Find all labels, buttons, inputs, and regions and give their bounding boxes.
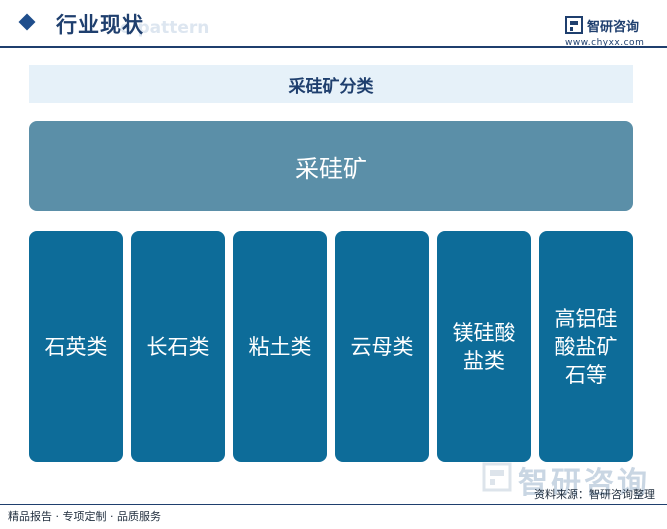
root-node: 采硅矿: [29, 121, 633, 211]
root-node-label: 采硅矿: [295, 154, 367, 183]
category-node: 高铝硅酸盐矿石等: [539, 231, 633, 462]
header-divider: [0, 46, 667, 48]
category-row: 石英类 长石类 粘土类 云母类 镁硅酸盐类 高铝硅酸盐矿石等: [29, 231, 633, 462]
footer-divider: [0, 504, 667, 505]
source-note: 资料来源：智研咨询整理: [534, 488, 655, 501]
category-node: 镁硅酸盐类: [437, 231, 531, 462]
footer-slogan: 精品报告 · 专项定制 · 品质服务: [8, 510, 161, 523]
header-ghost-text: e pattern: [120, 18, 210, 38]
brand-name: 智研咨询: [587, 20, 640, 35]
category-label: 云母类: [350, 334, 414, 359]
category-label: 石英类: [44, 334, 108, 359]
section-title-bar: 采硅矿分类: [29, 65, 633, 103]
section-title: 采硅矿分类: [288, 76, 374, 97]
category-label: 镁硅酸盐类: [452, 320, 516, 373]
brand-logo-icon: [565, 16, 583, 34]
category-label: 长石类: [146, 334, 210, 359]
category-node: 粘土类: [233, 231, 327, 462]
diamond-icon: [18, 13, 36, 31]
header: e pattern 行业现状 智研咨询 www.chyxx.com: [0, 0, 667, 48]
page-title: 行业现状: [56, 13, 144, 37]
watermark-logo-icon: [482, 462, 512, 492]
category-label: 高铝硅酸盐矿石等: [554, 306, 618, 387]
category-node: 石英类: [29, 231, 123, 462]
brand-url: www.chyxx.com: [565, 38, 645, 48]
category-node: 长石类: [131, 231, 225, 462]
watermark-text: 智研咨询: [518, 466, 650, 501]
category-label: 粘土类: [248, 334, 312, 359]
category-node: 云母类: [335, 231, 429, 462]
